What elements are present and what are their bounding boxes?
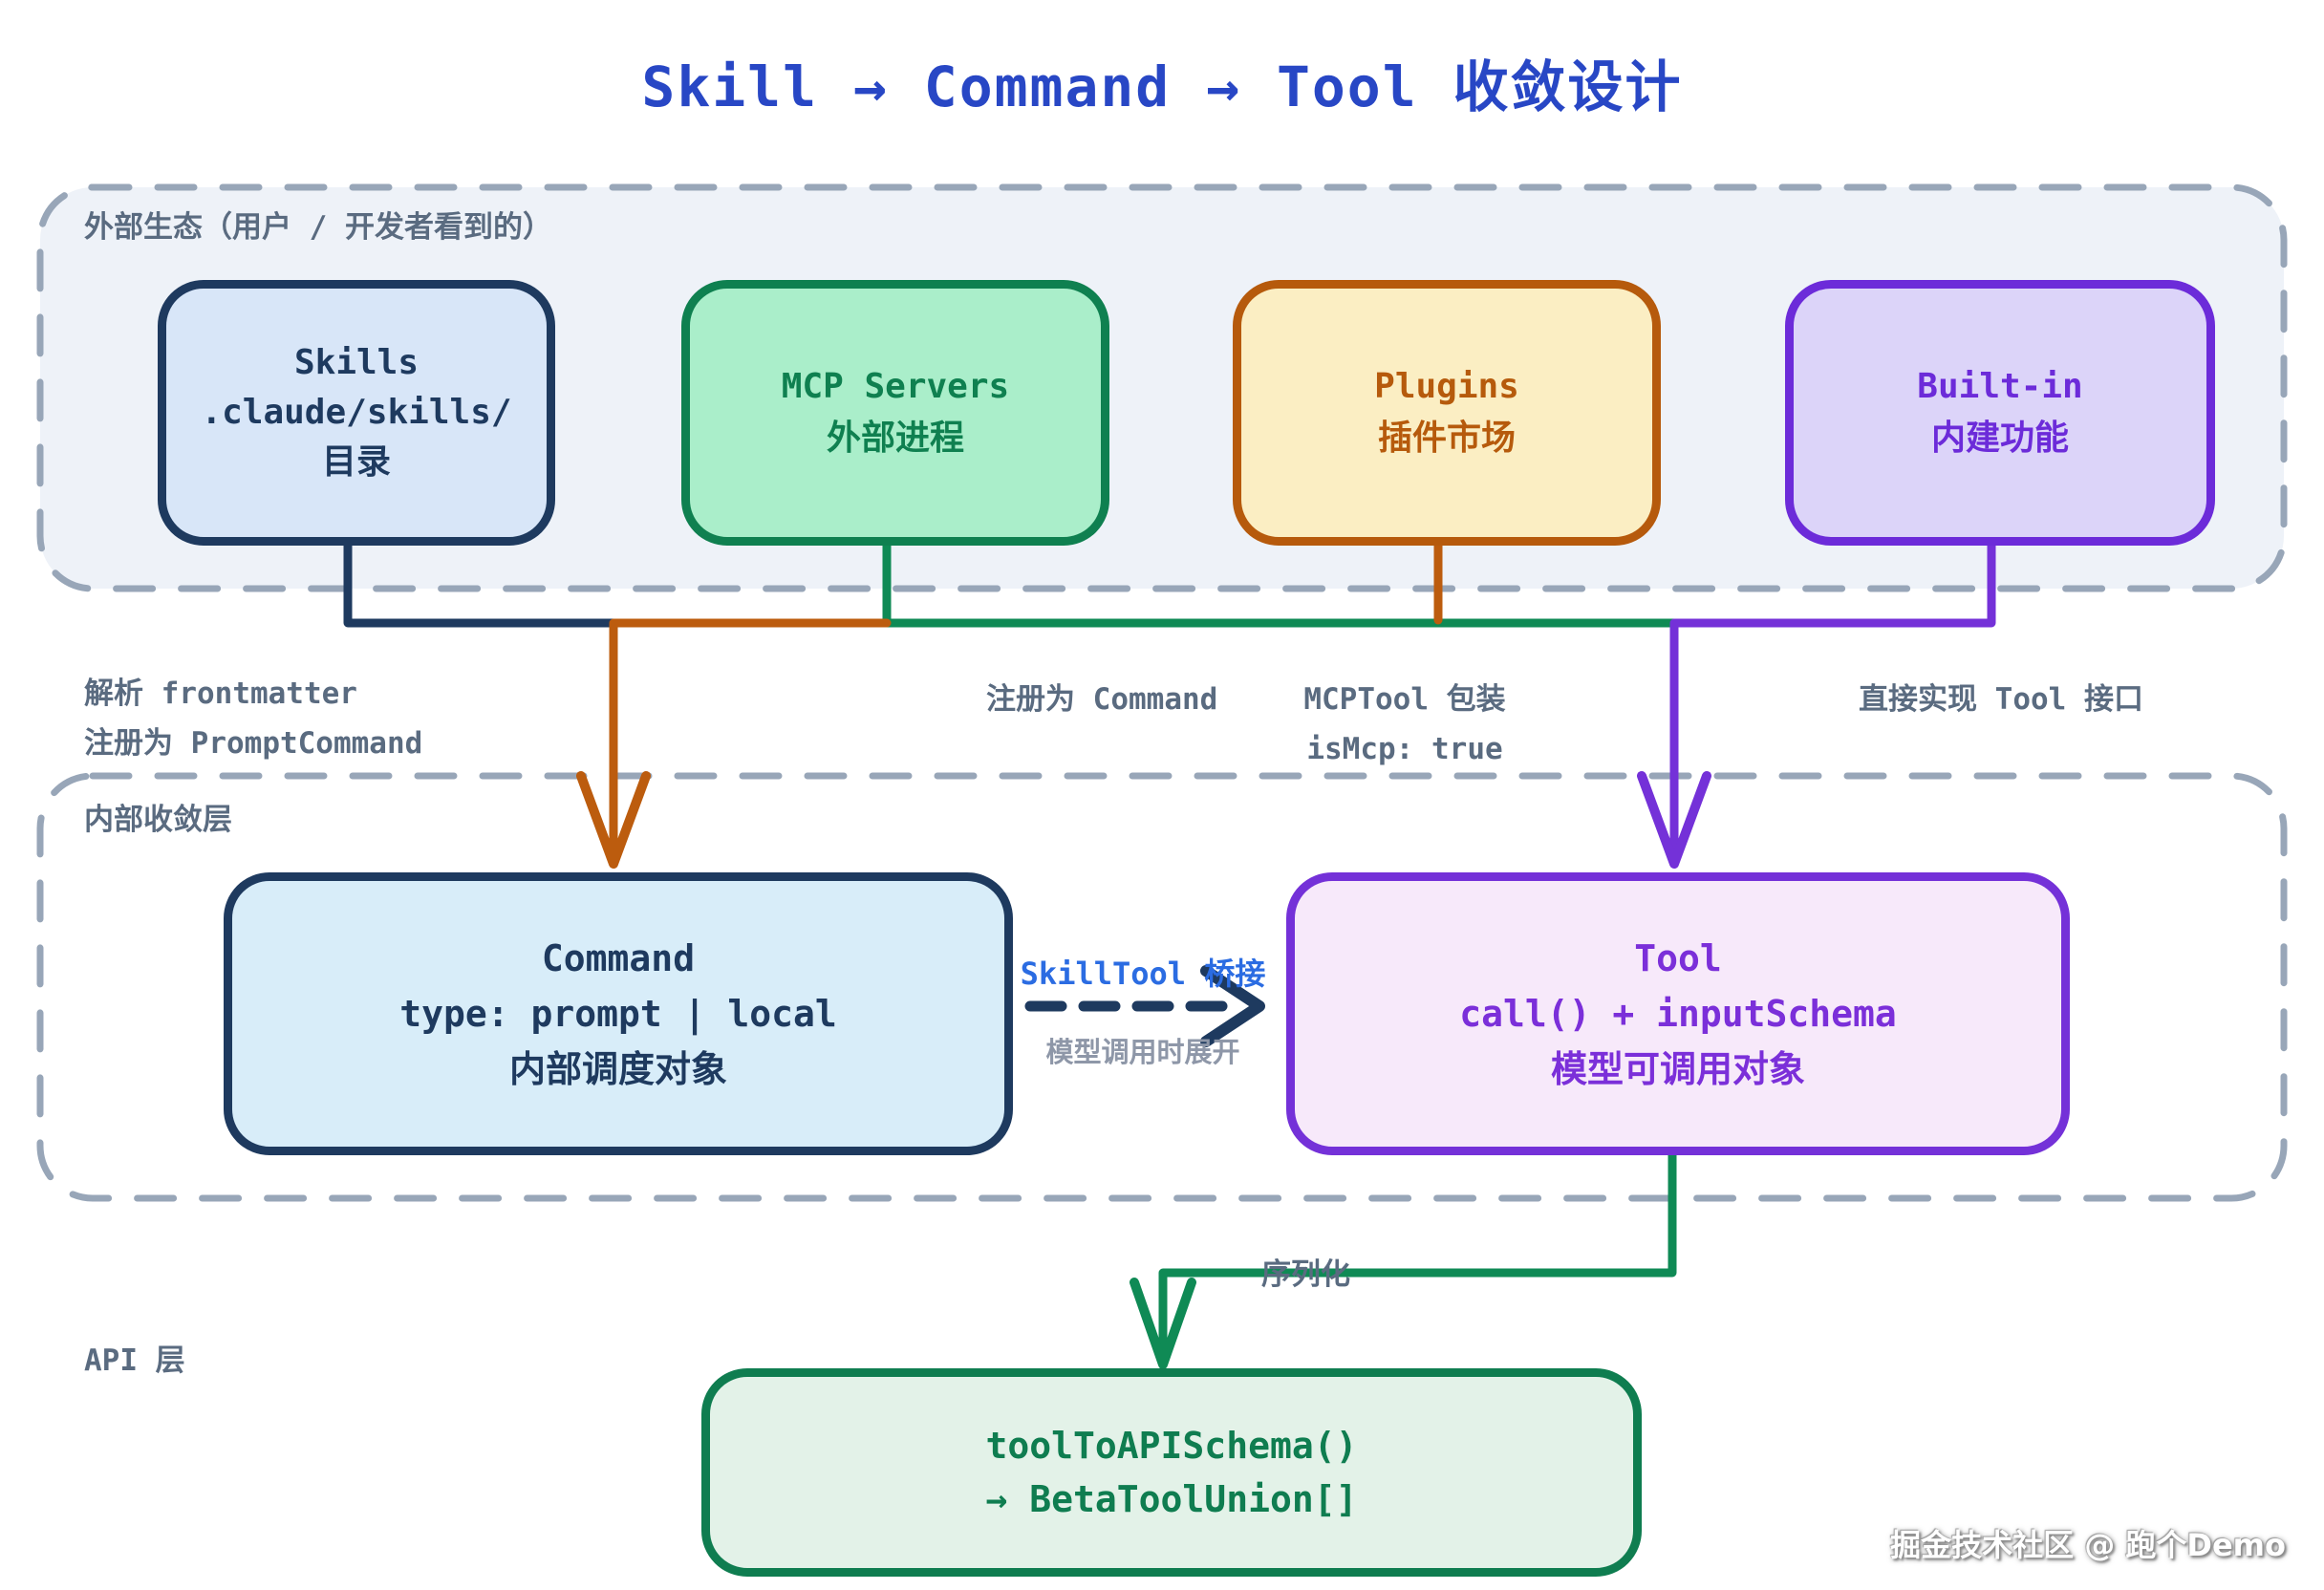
node-plugins-line2: 插件市场 <box>1377 419 1516 458</box>
edge-label-mcp: 注册为 Command <box>986 682 1218 717</box>
node-skills-line1: Skills <box>293 343 420 382</box>
api-layer-label: API 层 <box>84 1343 185 1378</box>
arrowhead-command <box>576 771 651 869</box>
node-tool: Tool call() + inputSchema 模型可调用对象 <box>1286 872 2070 1155</box>
node-builtin-line2: 内建功能 <box>1930 419 2069 458</box>
node-api-schema: toolToAPISchema() → BetaToolUnion[] <box>701 1368 1642 1577</box>
edge-bus-to-command <box>609 618 892 861</box>
node-command: Command type: prompt | local 内部调度对象 <box>224 872 1013 1155</box>
node-command-line3: 内部调度对象 <box>508 1048 727 1090</box>
node-tool-line3: 模型可调用对象 <box>1550 1048 1805 1090</box>
node-mcp-line2: 外部进程 <box>826 419 964 458</box>
node-plugins: Plugins 插件市场 <box>1233 280 1661 546</box>
edge-skills-to-bus <box>343 526 618 628</box>
node-skills: Skills .claude/skills/ 目录 <box>158 280 555 546</box>
edge-label-builtin: 直接实现 Tool 接口 <box>1859 682 2143 717</box>
edge-label-plugins: MCPTool 包装 isMcp: true <box>1280 675 1529 774</box>
node-skills-line3: 目录 <box>321 442 391 482</box>
bridge-label-bottom: 模型调用时展开 <box>1045 1036 1240 1068</box>
edge-builtin-to-tool <box>1669 526 1996 861</box>
watermark: 掘金技术社区 @ 跑个Demo <box>1890 1527 2286 1563</box>
edge-label-skills-line2: 注册为 PromptCommand <box>84 726 423 761</box>
node-plugins-line1: Plugins <box>1374 367 1519 406</box>
edge-label-plugins-line1: MCPTool 包装 <box>1303 682 1506 717</box>
node-api-line1: toolToAPISchema() <box>985 1425 1358 1467</box>
node-command-line2: type: prompt | local <box>399 993 837 1035</box>
edge-label-skills-line1: 解析 frontmatter <box>84 677 357 711</box>
node-skills-line2: .claude/skills/ <box>201 393 512 432</box>
outer-layer-label: 外部生态（用户 / 开发者看到的） <box>84 210 552 245</box>
serialize-label: 序列化 <box>1261 1257 1350 1292</box>
inner-layer-label: 内部收敛层 <box>84 803 232 837</box>
edge-tool-to-api <box>1158 1134 1677 1362</box>
arrowhead-api <box>1130 1278 1196 1369</box>
arrowhead-tool <box>1637 771 1711 869</box>
node-command-line1: Command <box>541 937 696 979</box>
node-tool-line2: call() + inputSchema <box>1459 993 1897 1035</box>
inner-layer-container <box>36 772 2288 1202</box>
edge-label-plugins-line2: isMcp: true <box>1306 732 1503 766</box>
node-builtin-line1: Built-in <box>1917 367 2083 406</box>
node-built-in: Built-in 内建功能 <box>1785 280 2215 546</box>
bridge-label-top: SkillTool 桥接 <box>1020 956 1266 992</box>
bridge-arrowhead <box>1200 965 1265 1047</box>
edge-label-skills: 解析 frontmatter 注册为 PromptCommand <box>84 669 422 768</box>
page-title: Skill → Command → Tool 收敛设计 <box>641 54 1683 119</box>
node-mcp-line1: MCP Servers <box>781 367 1010 406</box>
node-mcp-servers: MCP Servers 外部进程 <box>681 280 1109 546</box>
node-tool-line1: Tool <box>1634 937 1722 979</box>
outer-layer-container <box>36 183 2288 592</box>
node-api-line2: → BetaToolUnion[] <box>985 1478 1358 1520</box>
